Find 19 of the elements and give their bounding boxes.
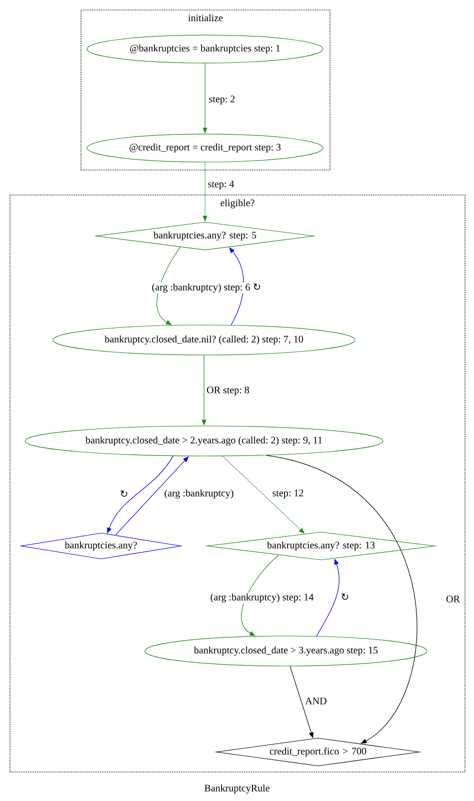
ellipse-node: bankruptcy.closed_date > 2.years.ago (called: 2) step: 9, 11	[24, 426, 384, 456]
edge-label: step: 2	[208, 94, 236, 106]
edge-label: step: 4	[206, 180, 236, 190]
ellipse-node: bankruptcy.closed_date.nil? (called: 2) step: 7, 10	[52, 324, 356, 356]
edge-label: ↻	[340, 592, 350, 602]
edge-label: OR step: 8	[206, 386, 250, 396]
edge-label: ↻	[118, 490, 130, 498]
edge-label: AND	[304, 696, 328, 706]
edge-label: ↻	[252, 282, 262, 292]
edge-label: (arg :bankruptcy) step: 14	[209, 592, 315, 604]
edge-label: OR	[445, 594, 461, 604]
edge-label: step: 12	[271, 488, 305, 500]
caption: BankruptcyRule	[204, 784, 270, 794]
ellipse-node: bankruptcy.closed_date > 3.years.ago step: 15	[144, 636, 428, 666]
edge-label: (arg :bankruptcy)	[163, 488, 235, 500]
arrow	[266, 455, 418, 744]
ellipse-node: @bankruptcies = bankruptcies step: 1	[86, 34, 324, 64]
ellipse-node: @credit_report = credit_report step: 3	[86, 134, 324, 162]
edge-label: (arg :bankruptcy) step: 6	[150, 282, 252, 294]
